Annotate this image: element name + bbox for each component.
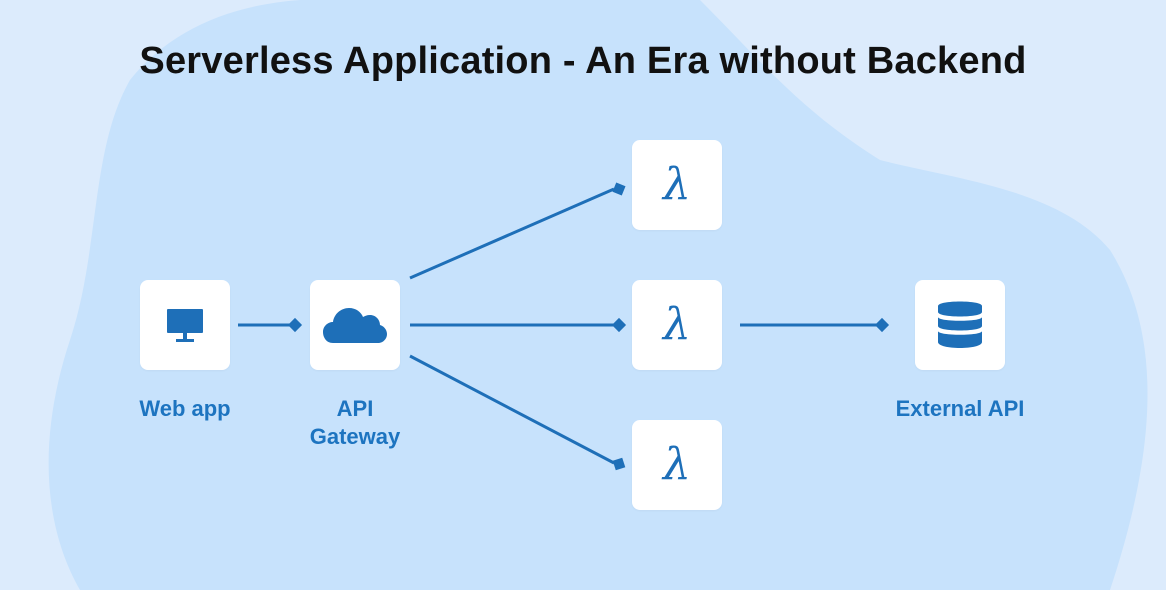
web-app-label: Web app [139,396,231,421]
lambda-node-middle: λ [632,280,722,370]
arrow-head [612,457,626,471]
api-gateway-label-line1: API [336,396,374,421]
lambda-node-top: λ [632,140,722,230]
lambda-icon: λ [663,439,691,490]
web-app-node [140,280,230,370]
page-title: Serverless Application - An Era without … [139,40,1027,82]
cloud-icon [323,308,387,343]
monitor-icon [167,309,203,342]
arrow-head [612,182,626,196]
arrow-head [611,317,627,333]
background-blob [48,0,1148,590]
lambda-icon: λ [663,299,691,350]
api-gateway-label: API Gateway [280,395,430,451]
arrow-head [874,317,890,333]
api-gateway-node [310,280,400,370]
lambda-node-bottom: λ [632,420,722,510]
database-icon [938,301,982,348]
api-gateway-label-line2: Gateway [309,424,401,449]
external-api-node [915,280,1005,370]
connector-gateway-lambda-top [409,187,615,280]
lambda-icon: λ [663,159,691,210]
connector-gateway-lambda-bottom [409,354,615,465]
external-api-label: External API [895,396,1025,421]
arrow-head [287,317,303,333]
